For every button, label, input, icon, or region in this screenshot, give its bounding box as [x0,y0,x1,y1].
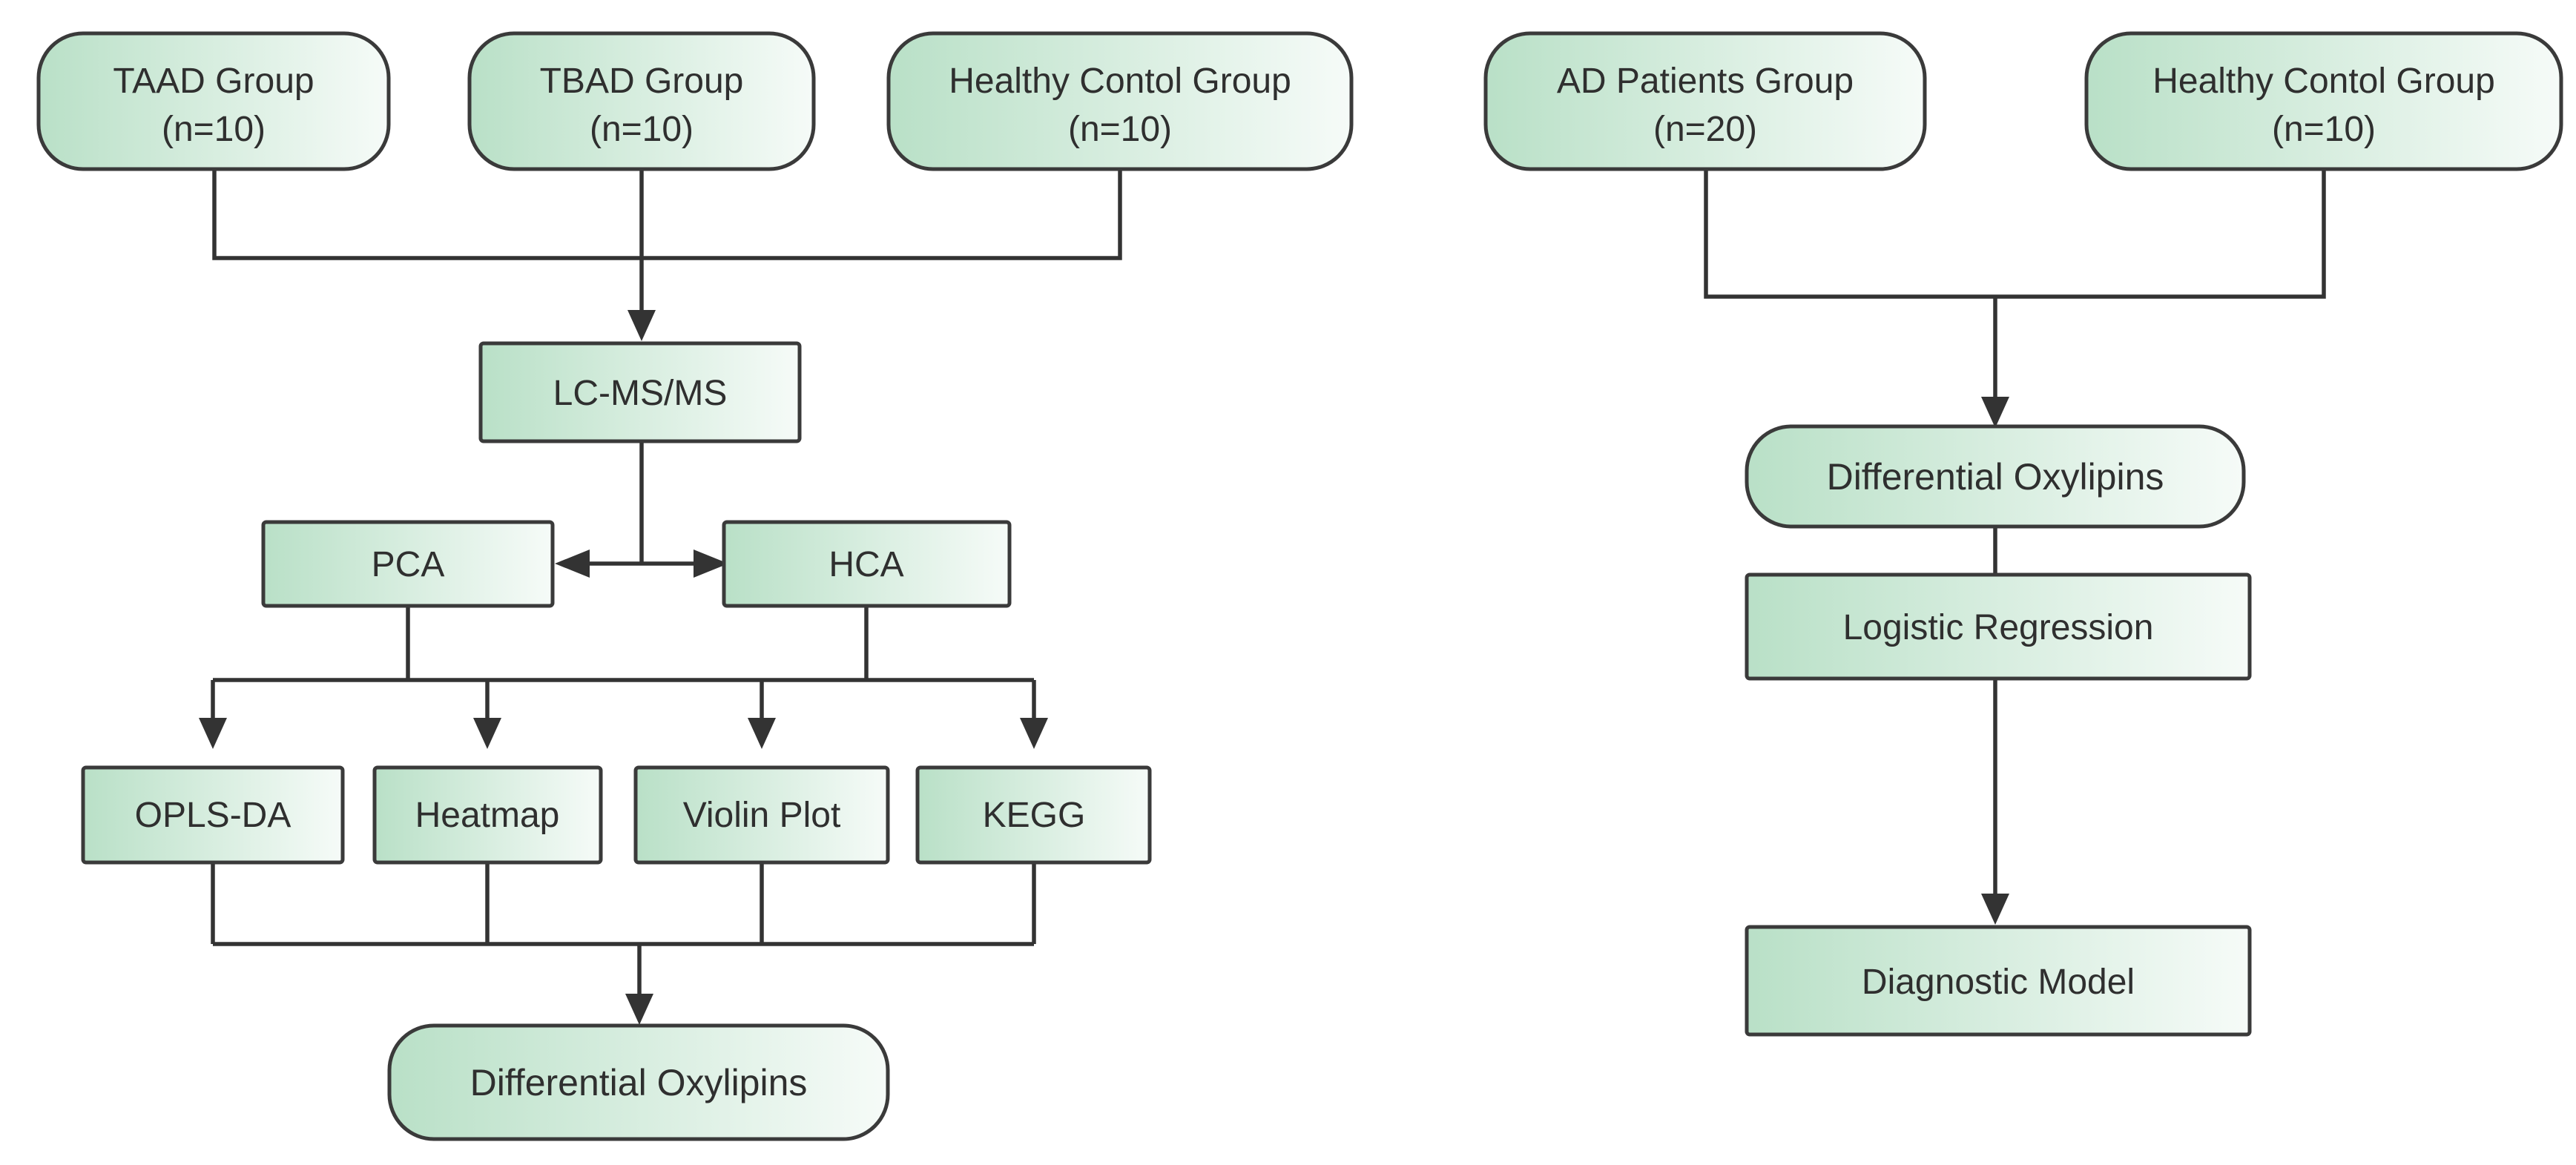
node-healthy-control-group-right: Healthy Contol Group (n=10) [2084,31,2563,171]
oplsda-label: OPLS-DA [135,796,291,835]
healthy-control-left-count: (n=10) [1068,110,1172,149]
diagnostic-model-label: Diagnostic Model [1862,963,2135,1002]
ad-patients-count: (n=20) [1653,110,1757,149]
ad-patients-label: AD Patients Group [1557,62,1854,101]
connector-lcms-to-analysis [586,441,697,566]
left-connectors [199,169,1122,1025]
tbad-group-label: TBAD Group [540,62,744,101]
node-tbad-group: TBAD Group (n=10) [467,31,816,171]
healthy-control-right-label: Healthy Contol Group [2152,62,2495,101]
node-hca: HCA [722,520,1012,608]
arrow-to-differential-oxylipins [625,994,653,1025]
node-differential-oxylipins-left: Differential Oxylipins [387,1023,890,1141]
node-pca: PCA [261,520,555,608]
node-oplsda: OPLS-DA [81,765,345,865]
node-kegg: KEGG [915,765,1152,865]
kegg-label: KEGG [983,796,1086,835]
differential-oxylipins-left-label: Differential Oxylipins [470,1062,808,1103]
connector-groups-merge [212,169,1122,326]
node-ad-patients-group: AD Patients Group (n=20) [1483,31,1927,171]
arrow-to-heatmap [473,718,501,749]
node-taad-group: TAAD Group (n=10) [36,31,391,171]
heatmap-label: Heatmap [415,796,560,835]
taad-group-label: TAAD Group [113,62,314,101]
connector-right-groups-merge [1704,169,2326,412]
violin-plot-label: Violin Plot [683,796,841,835]
arrow-to-hca [694,550,728,578]
taad-group-count: (n=10) [162,110,266,149]
lcms-label: LC-MS/MS [553,374,728,413]
node-violin-plot: Violin Plot [633,765,890,865]
arrow-to-lcms [627,310,656,341]
arrow-to-kegg [1020,718,1048,749]
arrow-to-oplsda [199,718,227,749]
right-connectors [1704,169,2326,925]
logistic-regression-label: Logistic Regression [1843,608,2154,647]
differential-oxylipins-right-label: Differential Oxylipins [1827,456,2164,498]
healthy-control-right-count: (n=10) [2272,110,2376,149]
pca-label: PCA [372,545,445,584]
connector-methods-merge [211,862,1036,1009]
node-logistic-regression: Logistic Regression [1745,572,2252,681]
node-healthy-control-group-left: Healthy Contol Group (n=10) [886,31,1354,171]
node-diagnostic-model: Diagnostic Model [1745,925,2252,1037]
connector-analysis-to-methods [211,606,1036,728]
tbad-group-count: (n=10) [590,110,694,149]
node-differential-oxylipins-right: Differential Oxylipins [1745,424,2246,529]
node-lcms: LC-MS/MS [478,341,802,443]
arrow-to-pca [555,550,590,578]
arrow-to-violin-plot [748,718,776,749]
healthy-control-left-label: Healthy Contol Group [949,62,1291,101]
hca-label: HCA [829,545,903,584]
arrow-to-right-oxylipins [1981,397,2009,428]
node-heatmap: Heatmap [372,765,603,865]
arrow-to-diagnostic-model [1981,894,2009,925]
